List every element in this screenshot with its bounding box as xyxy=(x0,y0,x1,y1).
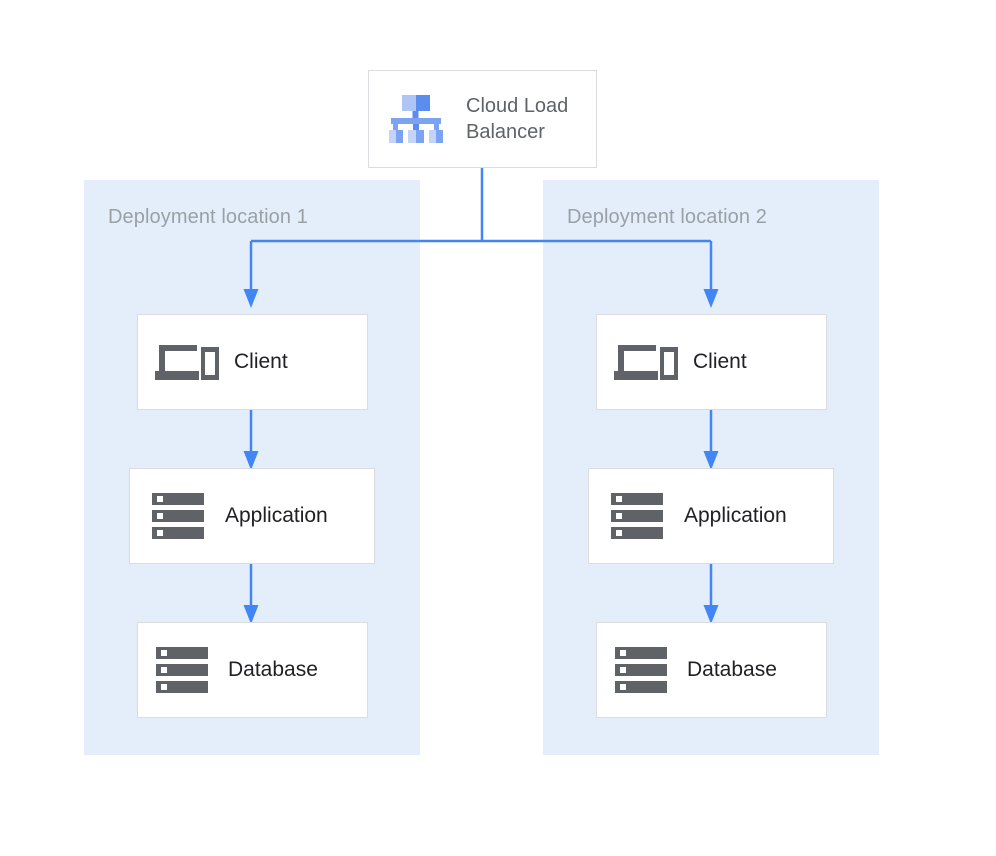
server-stack-icon xyxy=(156,645,212,695)
zone-label-deployment-location-2: Deployment location 2 xyxy=(567,206,767,228)
node-label-application-2: Application xyxy=(684,504,787,527)
devices-icon xyxy=(614,339,680,385)
server-stack-icon xyxy=(611,491,667,541)
node-database-2[interactable]: Database xyxy=(596,622,827,718)
node-application-1[interactable]: Application xyxy=(129,468,375,564)
node-label-database-1: Database xyxy=(228,658,318,681)
node-database-1[interactable]: Database xyxy=(137,622,368,718)
node-label-cloud-load-balancer: Cloud Load Balancer xyxy=(466,93,568,145)
node-label-application-1: Application xyxy=(225,504,328,527)
node-cloud-load-balancer[interactable]: Cloud Load Balancer xyxy=(368,70,597,168)
node-client-2[interactable]: Client xyxy=(596,314,827,410)
server-stack-icon xyxy=(615,645,671,695)
server-stack-icon xyxy=(152,491,208,541)
hierarchy-icon xyxy=(387,93,445,145)
lb-label-line-1: Cloud Load xyxy=(466,95,569,117)
node-label-client-2: Client xyxy=(693,350,747,373)
node-label-client-1: Client xyxy=(234,350,288,373)
zone-label-deployment-location-1: Deployment location 1 xyxy=(108,206,308,228)
lb-label-line-2: Balancer xyxy=(466,121,545,143)
node-application-2[interactable]: Application xyxy=(588,468,834,564)
devices-icon xyxy=(155,339,221,385)
node-label-database-2: Database xyxy=(687,658,777,681)
node-client-1[interactable]: Client xyxy=(137,314,368,410)
